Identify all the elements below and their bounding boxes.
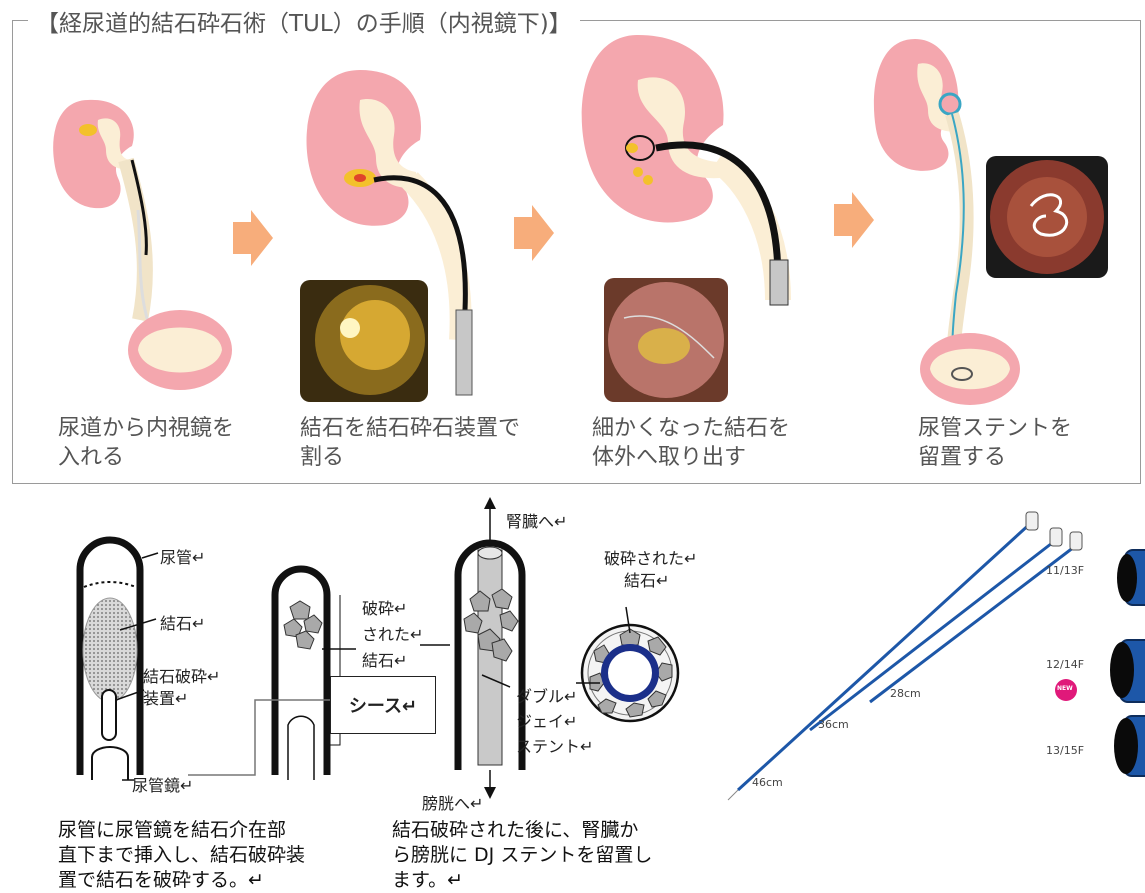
step4-caption-line1: 尿管ステントを	[918, 414, 1072, 443]
step4-endoscope-photo	[986, 156, 1108, 278]
label-to-bladder: 膀胱へ↵	[422, 790, 483, 814]
label-ureteroscope: 尿管鏡↵	[132, 772, 193, 796]
step2-endoscope-photo	[300, 280, 428, 402]
step-arrow-3	[834, 192, 874, 248]
step2-caption-line1: 結石を結石砕石装置で	[300, 414, 520, 443]
panel-title: 【経尿道的結石砕石術（TUL）の手順（内視鏡下)】	[28, 4, 580, 38]
label-stone: 結石↵	[160, 610, 205, 634]
step3-illustration	[578, 30, 818, 310]
label-ureter: 尿管↵	[160, 544, 205, 568]
size-label-12-14f: 12/14F	[1046, 658, 1084, 671]
step3-caption: 細かくなった結石を 体外へ取り出す	[592, 414, 790, 472]
label-cross-line1: 破砕された↵	[604, 548, 697, 570]
length-label-36cm: 36cm	[818, 718, 849, 731]
label-to-kidney: 腎臓へ↵	[506, 508, 567, 532]
caption-left-line3: 置で結石を破砕する。↵	[58, 868, 305, 893]
length-label-28cm: 28cm	[890, 687, 921, 700]
label-crushed-stone: 破砕↵ された↵ 結石↵	[362, 596, 423, 674]
step4-caption: 尿管ステントを 留置する	[918, 414, 1072, 472]
step3-caption-line2: 体外へ取り出す	[592, 443, 790, 472]
size-label-11-13f: 11/13F	[1046, 564, 1084, 577]
label-dj-line1: ダブル↵	[516, 684, 593, 709]
step-arrow-2	[514, 205, 554, 261]
step2-caption-line2: 割る	[300, 443, 520, 472]
label-double-j-stent: ダブル↵ ジェイ↵ ステント↵	[516, 684, 593, 759]
caption-left: 尿管に尿管鏡を結石介在部 直下まで挿入し、結石破砕装 置で結石を破砕する。↵	[58, 818, 305, 893]
step1-caption: 尿道から内視鏡を 入れる	[58, 414, 234, 472]
label-sheath: シース↵	[330, 676, 436, 734]
label-device-line1: 結石破砕↵	[143, 666, 220, 688]
step3-endoscope-photo	[604, 278, 728, 402]
ureteral-sheath-product	[720, 490, 1145, 890]
label-dj-line3: ステント↵	[516, 734, 593, 759]
step3-caption-line1: 細かくなった結石を	[592, 414, 790, 443]
step1-caption-line2: 入れる	[58, 443, 234, 472]
caption-right-line3: ます。↵	[392, 868, 652, 893]
label-dj-line2: ジェイ↵	[516, 709, 593, 734]
caption-right-line2: ら膀胱に DJ ステントを留置し	[392, 843, 652, 868]
label-device: 結石破砕↵ 装置↵	[143, 666, 220, 710]
step2-caption: 結石を結石砕石装置で 割る	[300, 414, 520, 472]
caption-right-line1: 結石破砕された後に、腎臓か	[392, 818, 652, 843]
size-label-13-15f: 13/15F	[1046, 744, 1084, 757]
label-cross-line2: 結石↵	[604, 570, 697, 592]
caption-left-line1: 尿管に尿管鏡を結石介在部	[58, 818, 305, 843]
step1-caption-line1: 尿道から内視鏡を	[58, 414, 234, 443]
caption-left-line2: 直下まで挿入し、結石破砕装	[58, 843, 305, 868]
label-crushed-cross: 破砕された↵ 結石↵	[604, 548, 697, 592]
caption-right: 結石破砕された後に、腎臓か ら膀胱に DJ ステントを留置し ます。↵	[392, 818, 652, 893]
label-crushed-line1: 破砕↵	[362, 596, 423, 622]
label-crushed-line2: された↵	[362, 622, 423, 648]
new-badge: NEW	[1057, 685, 1073, 692]
step4-caption-line2: 留置する	[918, 443, 1072, 472]
step-arrow-1	[233, 210, 273, 266]
length-label-46cm: 46cm	[752, 776, 783, 789]
label-crushed-line3: 結石↵	[362, 648, 423, 674]
label-device-line2: 装置↵	[143, 688, 220, 710]
